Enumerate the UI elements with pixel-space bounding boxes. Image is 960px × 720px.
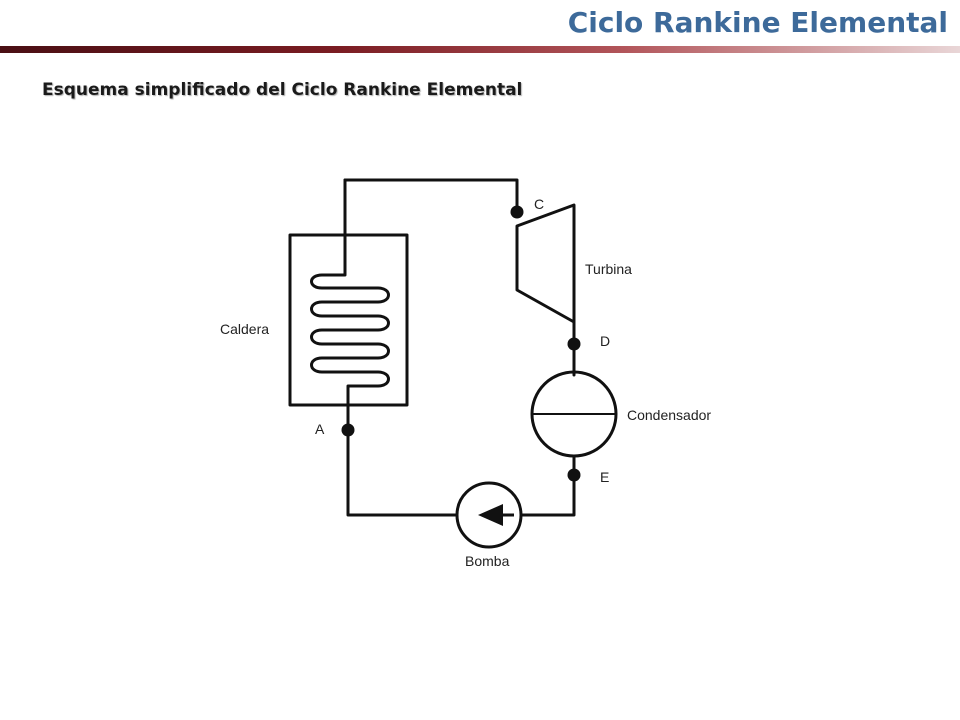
label-turbine: Turbina (585, 261, 632, 277)
label-point-c: C (534, 196, 544, 212)
point-d-dot (567, 337, 581, 351)
page-title: Ciclo Rankine Elemental (567, 6, 948, 39)
pipe-condenser-pump (519, 454, 576, 517)
label-pump: Bomba (465, 553, 510, 569)
point-a-dot (341, 423, 355, 437)
pipe-pump-boiler (346, 428, 459, 517)
boiler-coil (310, 178, 390, 432)
point-e-dot (567, 468, 581, 482)
label-boiler: Caldera (220, 321, 269, 337)
pipe-boiler-turbine (343, 178, 519, 214)
point-c-dot (510, 205, 524, 219)
label-condenser: Condensador (627, 407, 711, 423)
diagram-subtitle: Esquema simplificado del Ciclo Rankine E… (42, 80, 523, 100)
turbine-body (515, 203, 576, 324)
label-point-e: E (600, 469, 609, 485)
title-underline (0, 46, 960, 53)
label-point-d: D (600, 333, 610, 349)
label-point-a: A (315, 421, 325, 437)
title-bar: Ciclo Rankine Elemental (0, 0, 960, 56)
pump-arrow-icon (478, 504, 503, 526)
